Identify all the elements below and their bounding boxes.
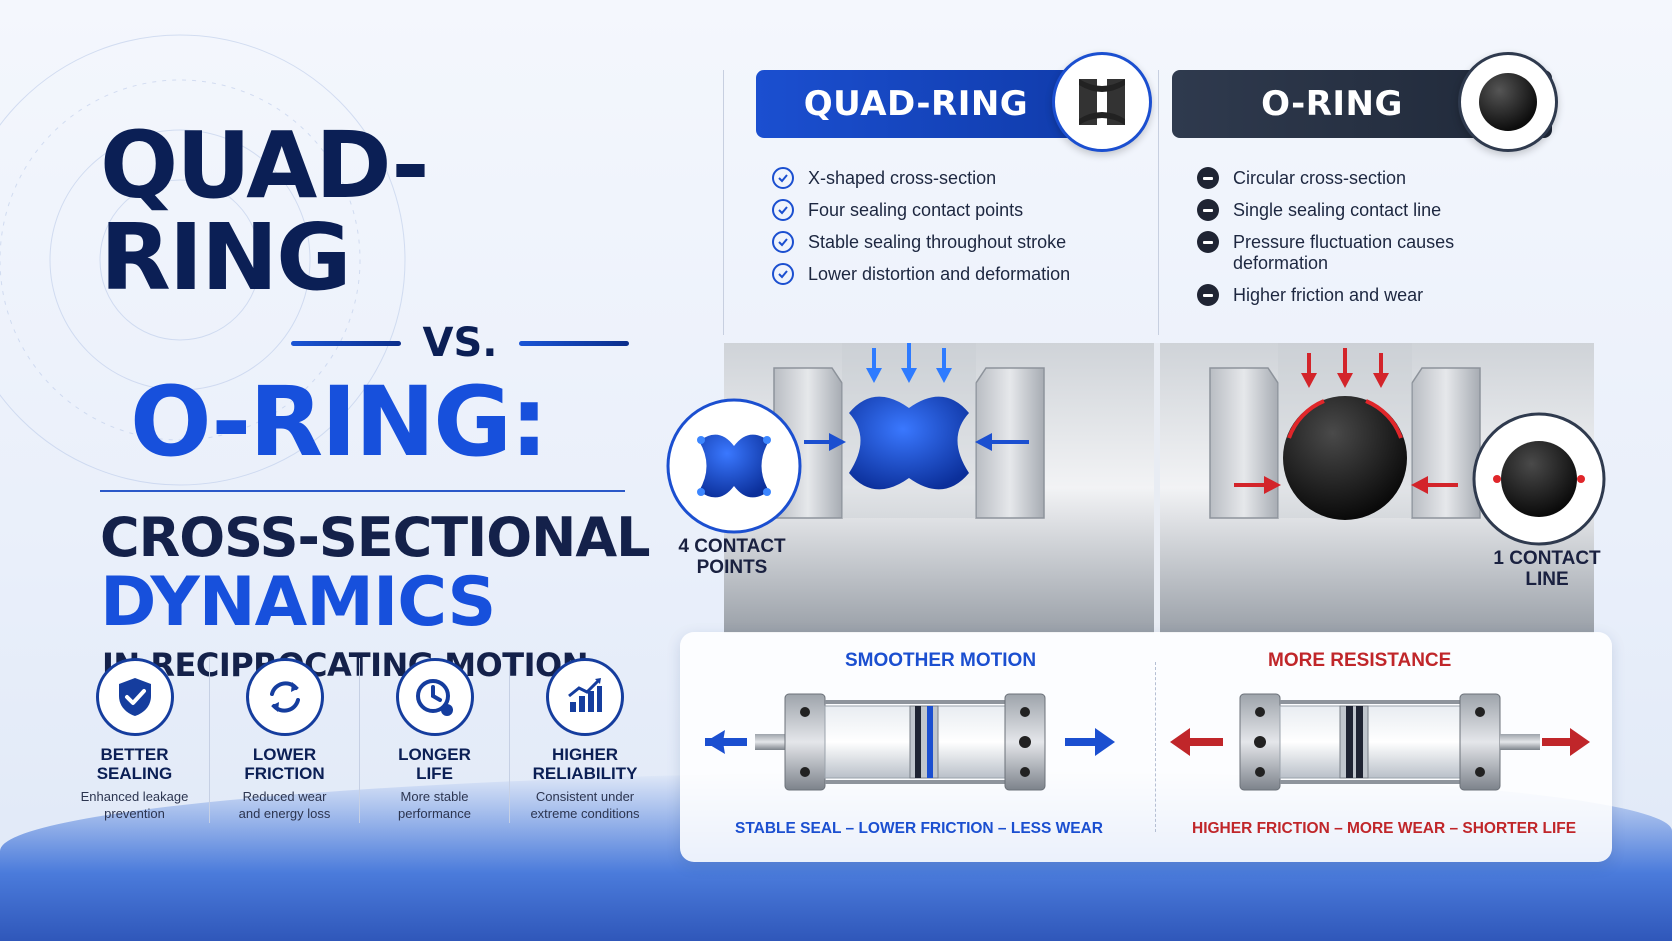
background-rings — [0, 34, 406, 486]
list-item: Pressure fluctuation causes deformation — [1197, 231, 1527, 274]
o-ring-motion-title: MORE RESISTANCE — [1268, 650, 1452, 671]
check-icon — [772, 167, 794, 189]
vs-line-left — [290, 340, 401, 346]
minus-icon — [1197, 284, 1219, 306]
column-divider-middle — [1158, 70, 1159, 335]
o-ring-zoom-icon — [1472, 412, 1606, 546]
quad-motion-footer: STABLE SEAL – LOWER FRICTION – LESS WEAR — [735, 820, 1104, 837]
minus-icon — [1197, 199, 1219, 221]
quad-cylinder-illustration — [705, 693, 1115, 791]
quad-ring-profile-icon — [1052, 52, 1152, 152]
o-ring-cross-section — [1283, 396, 1407, 520]
quad-ring-cross-section — [849, 396, 969, 490]
cross-section-illustration — [724, 343, 1594, 633]
growth-chart-icon — [546, 658, 624, 736]
title-subtitle: IN RECIPROCATING MOTION — [102, 646, 588, 685]
title-quad-ring: QUAD-RING — [100, 112, 430, 311]
title-dynamics: DYNAMICS — [100, 562, 496, 642]
clock-icon — [395, 658, 474, 736]
minus-icon — [1197, 231, 1219, 253]
list-item: Stable sealing throughout stroke — [772, 231, 1070, 253]
o-ring-cylinder-illustration — [1170, 693, 1590, 791]
o-ring-profile-icon — [1458, 52, 1558, 152]
o-ring-feature-list: Circular cross-section Single sealing co… — [1197, 167, 1527, 317]
left-arrow-shaft — [705, 738, 747, 746]
motion-card-divider — [1155, 662, 1156, 832]
check-icon — [772, 199, 794, 221]
check-icon — [772, 231, 794, 253]
shield-check-icon — [95, 658, 174, 736]
vs-row: VS. — [180, 320, 740, 366]
title-cross-sectional: CROSS-SECTIONAL — [100, 506, 651, 569]
list-item: Lower distortion and deformation — [772, 263, 1070, 285]
o-ring-motion-footer: HIGHER FRICTION – MORE WEAR – SHORTER LI… — [1192, 820, 1577, 837]
list-item: Four sealing contact points — [772, 199, 1070, 221]
title-o-ring: O-RING: — [130, 366, 548, 478]
title-divider — [100, 490, 625, 492]
quad-ring-zoom-icon — [666, 398, 802, 534]
list-item: Single sealing contact line — [1197, 199, 1527, 221]
motion-comparison-card: SMOOTHER MOTION MORE RESISTANCE — [680, 632, 1612, 862]
title-vs: VS. — [422, 320, 498, 366]
quad-ring-feature-list: X-shaped cross-section Four sealing cont… — [772, 167, 1070, 296]
list-item: X-shaped cross-section — [772, 167, 1070, 189]
cycle-arrows-icon — [245, 658, 324, 736]
check-icon — [772, 263, 794, 285]
minus-icon — [1197, 167, 1219, 189]
list-item: Higher friction and wear — [1197, 284, 1527, 306]
vs-line-right — [519, 340, 630, 346]
column-divider-left — [723, 70, 724, 335]
quad-motion-title: SMOOTHER MOTION — [845, 650, 1037, 671]
list-item: Circular cross-section — [1197, 167, 1527, 189]
title-block: QUAD-RING VS. O-RING: CROSS-SECTIONAL DY… — [70, 120, 670, 684]
